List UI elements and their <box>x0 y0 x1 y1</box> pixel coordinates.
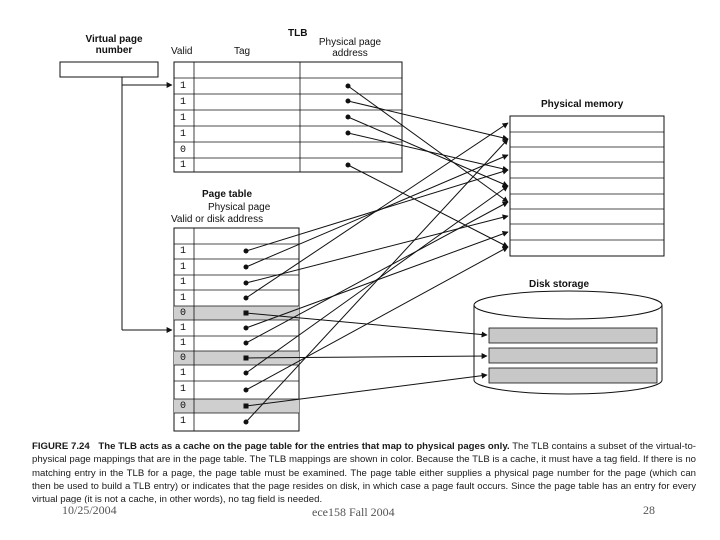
tlb-valid-bit: 1 <box>180 160 187 171</box>
page-table-valid-bit: 1 <box>180 277 187 288</box>
physical-memory-frame <box>509 115 665 257</box>
page-table-title: Page table <box>202 189 253 200</box>
disk-storage <box>473 290 663 395</box>
tlb-valid-header: Valid <box>171 46 193 57</box>
tlb-physical-address-header: Physical page address <box>318 37 382 59</box>
figure-title: The TLB acts as a cache on the page tabl… <box>98 441 510 452</box>
virtual-page-number-box <box>59 61 159 78</box>
virtual-page-number-label: Virtual page number <box>85 34 143 56</box>
disk-slot <box>488 327 658 344</box>
page-table-valid-bit: 0 <box>180 308 187 319</box>
page-table-shaded-row <box>174 306 299 320</box>
tlb-to-memory-arrows <box>345 83 509 248</box>
page-table-valid-bit: 1 <box>180 323 187 334</box>
disk-slot <box>488 367 658 384</box>
tlb-title: TLB <box>288 28 308 39</box>
page-table-physical-page-header: Physical page <box>208 202 271 213</box>
page-table-valid-bit: 1 <box>180 368 187 379</box>
page-table-valid-bit: 1 <box>180 293 187 304</box>
page-table-valid-bit: 1 <box>180 262 187 273</box>
page-table-valid-bit: 1 <box>180 338 187 349</box>
tlb-table <box>173 61 403 173</box>
page-table <box>173 227 300 432</box>
physical-memory <box>509 115 665 257</box>
page-table-arrows <box>243 122 509 425</box>
figure-caption: FIGURE 7.24 The TLB acts as a cache on t… <box>32 440 696 506</box>
disk-slot <box>488 347 658 364</box>
figure-label: FIGURE 7.24 <box>32 441 90 452</box>
footer-page-number: 28 <box>643 503 655 518</box>
disk-storage-label: Disk storage <box>529 279 590 290</box>
page-table-valid-bit: 1 <box>180 416 187 427</box>
footer-course: ece158 Fall 2004 <box>312 505 395 520</box>
tlb-valid-bit: 1 <box>180 81 187 92</box>
tlb-valid-bit: 1 <box>180 97 187 108</box>
disk-cylinder-top <box>473 290 663 320</box>
page-table-valid-bit: 0 <box>180 401 187 412</box>
page-table-valid-bit: 0 <box>180 353 187 364</box>
tlb-valid-bit: 0 <box>180 145 187 156</box>
page-table-valid-bit: 1 <box>180 384 187 395</box>
index-lines <box>121 77 173 333</box>
page-table-valid-disk-header: Valid or disk address <box>171 214 264 225</box>
page-table-valid-bit: 1 <box>180 246 187 257</box>
tlb-valid-bit: 1 <box>180 113 187 124</box>
page-table-shaded-row <box>174 351 299 365</box>
footer-date: 10/25/2004 <box>62 503 117 518</box>
physical-memory-label: Physical memory <box>541 99 624 110</box>
tlb-tag-header: Tag <box>234 46 251 57</box>
tlb-frame <box>173 61 403 173</box>
page-table-shaded-row <box>174 399 299 413</box>
figure-caption-body: The TLB contains a subset of the virtual… <box>32 441 696 506</box>
page-table-frame <box>173 227 300 432</box>
tlb-valid-bit: 1 <box>180 129 187 140</box>
